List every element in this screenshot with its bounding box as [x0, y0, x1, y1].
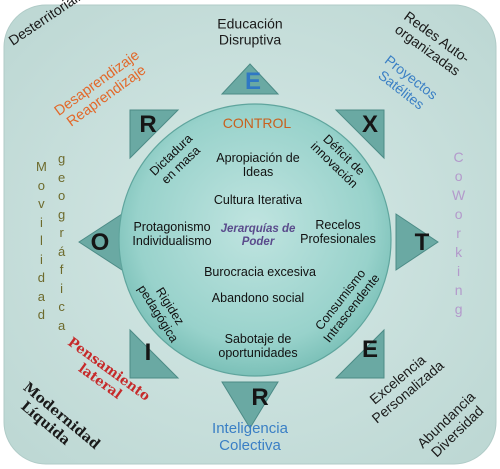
- item-protagonismo-individualismo: Protagonismo Individualismo: [132, 220, 212, 248]
- vertical-letter: c: [58, 299, 65, 314]
- label-educacion-disruptiva: Educación Disruptiva: [217, 15, 283, 47]
- letter-x: X: [361, 111, 379, 138]
- vertical-letter: i: [39, 251, 43, 267]
- vertical-letter: f: [59, 262, 64, 277]
- triangle-top-right: [334, 109, 385, 160]
- letter-e-top: E: [244, 68, 262, 95]
- vertical-letter: i: [39, 214, 43, 230]
- item-cultura-iterativa: Cultura Iterativa: [213, 193, 303, 207]
- vertical-letter: r: [456, 225, 461, 241]
- item-burocracia-excesiva: Burocracia excesiva: [204, 265, 316, 279]
- triangle-top-left: [129, 109, 180, 160]
- vertical-letter: o: [454, 206, 463, 222]
- vertical-letter: l: [39, 233, 43, 248]
- vertical-letter: g: [58, 151, 66, 166]
- vertical-letter: W: [452, 187, 466, 203]
- vertical-letter: a: [37, 288, 46, 304]
- core-jerarquias-poder: Jerarquías de Poder: [220, 223, 296, 248]
- letter-i: I: [144, 339, 152, 366]
- central-circle: [118, 103, 392, 377]
- vertical-letter: i: [60, 280, 64, 296]
- vertical-letter: k: [455, 244, 463, 260]
- letter-o: O: [90, 229, 110, 256]
- letter-r-bottom: R: [251, 384, 269, 411]
- vertical-letter: d: [37, 270, 46, 285]
- vertical-letter: C: [453, 149, 464, 165]
- vertical-letter: e: [58, 169, 66, 185]
- vertical-letter: d: [37, 307, 46, 322]
- triangle-bottom-left: [129, 328, 180, 379]
- control-title: CONTROL: [222, 115, 292, 132]
- vertical-letter: i: [457, 263, 461, 279]
- vertical-letter: o: [454, 168, 463, 184]
- label-inteligencia-colectiva: Inteligencia Colectiva: [212, 420, 288, 454]
- item-apropiacion-ideas: Apropiación de Ideas: [216, 151, 300, 179]
- item-recelos-profesionales: Recelos Profesionales: [300, 218, 376, 246]
- vertical-letter: r: [59, 225, 64, 240]
- vertical-letter: g: [58, 206, 66, 222]
- letter-t: T: [414, 229, 430, 256]
- vertical-letter: o: [37, 177, 46, 193]
- triangle-bottom: [221, 381, 279, 429]
- triangle-bottom-right: [334, 328, 385, 379]
- item-sabotaje-oportunidades: Sabotaje de oportunidades: [218, 332, 298, 360]
- item-abandono-social: Abandono social: [211, 291, 305, 305]
- triangle-top: [220, 63, 280, 95]
- triangle-right: [395, 213, 439, 271]
- vertical-letter: o: [58, 188, 66, 203]
- vertical-letter: n: [454, 282, 463, 298]
- vertical-letter: á: [58, 243, 66, 259]
- letter-r-top: R: [139, 111, 157, 138]
- vertical-letter: g: [454, 301, 463, 317]
- vertical-letter: v: [38, 196, 45, 211]
- vertical-letter: a: [58, 317, 66, 333]
- corner-cut-top-left: [4, 5, 34, 38]
- vertical-letter: M: [36, 159, 47, 174]
- letter-e-bottom: E: [361, 336, 379, 363]
